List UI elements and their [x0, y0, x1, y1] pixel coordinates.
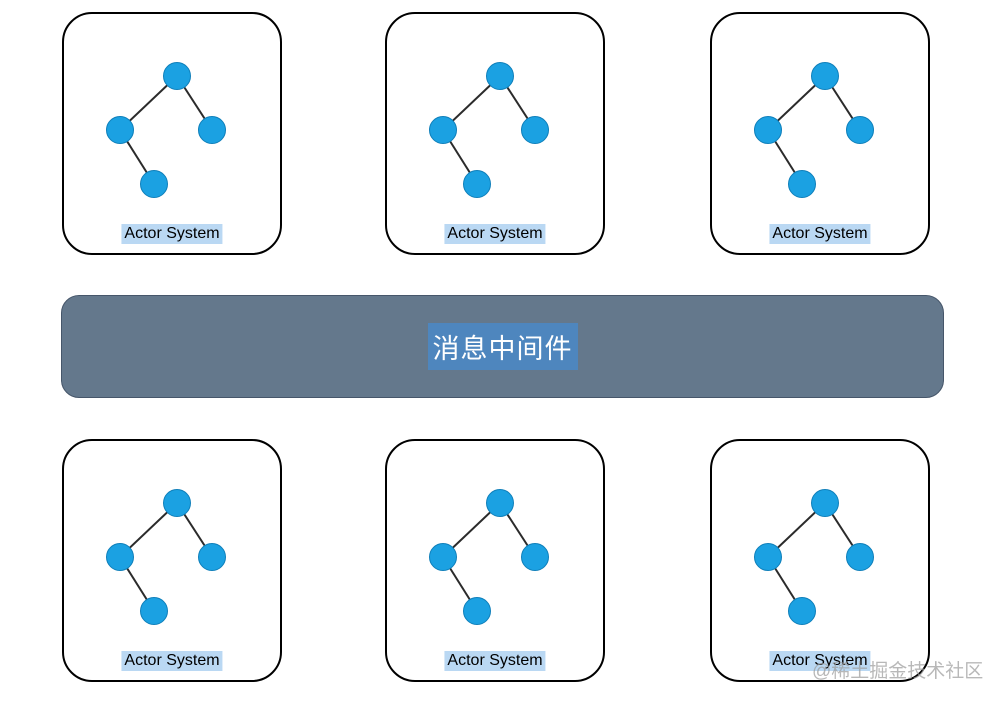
actor-tree-icon	[106, 489, 226, 625]
actor-node	[463, 597, 491, 625]
actor-tree-icon	[754, 489, 874, 625]
actor-tree-icon	[429, 62, 549, 198]
actor-node	[198, 116, 226, 144]
actor-node	[846, 116, 874, 144]
actor-node	[106, 543, 134, 571]
actor-node	[788, 597, 816, 625]
actor-node	[106, 116, 134, 144]
actor-node	[198, 543, 226, 571]
actor-system-label: Actor System	[444, 651, 546, 671]
actor-node	[846, 543, 874, 571]
actor-system-box: Actor System	[385, 12, 605, 255]
actor-node	[163, 62, 191, 90]
actor-system-label: Actor System	[121, 224, 223, 244]
actor-system-label: Actor System	[121, 651, 223, 671]
actor-system-label: Actor System	[444, 224, 546, 244]
actor-node	[521, 116, 549, 144]
actor-tree-icon	[754, 62, 874, 198]
middleware-bar: 消息中间件	[61, 295, 944, 398]
actor-node	[486, 62, 514, 90]
actor-node	[429, 543, 457, 571]
actor-node	[163, 489, 191, 517]
actor-node	[754, 116, 782, 144]
actor-node	[788, 170, 816, 198]
actor-system-label: Actor System	[769, 224, 871, 244]
actor-node	[429, 116, 457, 144]
actor-system-box: Actor System	[385, 439, 605, 682]
actor-system-box: Actor System	[62, 12, 282, 255]
actor-node	[811, 62, 839, 90]
actor-system-box: Actor System	[710, 12, 930, 255]
actor-node	[521, 543, 549, 571]
actor-node	[811, 489, 839, 517]
actor-node	[463, 170, 491, 198]
actor-node	[140, 170, 168, 198]
middleware-bar-label: 消息中间件	[427, 323, 578, 370]
actor-node	[486, 489, 514, 517]
actor-node	[754, 543, 782, 571]
actor-node	[140, 597, 168, 625]
actor-system-box: Actor System	[710, 439, 930, 682]
actor-tree-icon	[106, 62, 226, 198]
actor-system-label: Actor System	[769, 651, 871, 671]
actor-system-box: Actor System	[62, 439, 282, 682]
actor-tree-icon	[429, 489, 549, 625]
